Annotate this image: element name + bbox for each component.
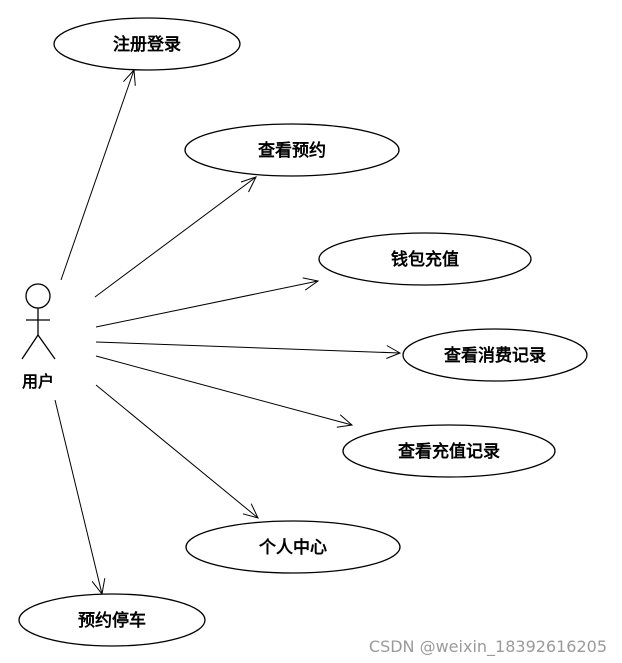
use-case-ellipse [185, 520, 401, 574]
actor-head [25, 283, 51, 309]
association-view-reservation [94, 176, 257, 298]
use-case-label: 个人中心 [258, 537, 327, 558]
use-case-view-recharge-records[interactable]: 查看充值记录 [342, 424, 556, 478]
use-case-label: 查看消费记录 [443, 345, 546, 366]
use-case-reserve-parking[interactable]: 预约停车 [18, 593, 206, 647]
use-case-label: 查看预约 [257, 140, 326, 161]
use-case-ellipse [184, 123, 400, 177]
actor-right-leg [37, 334, 56, 360]
use-case-view-reservation[interactable]: 查看预约 [184, 123, 400, 177]
use-case-personal-center[interactable]: 个人中心 [185, 520, 401, 574]
use-case-label: 注册登录 [113, 34, 181, 55]
use-case-wallet-recharge[interactable]: 钱包充值 [318, 232, 532, 286]
association-wallet-recharge [95, 277, 320, 328]
use-case-label: 预约停车 [78, 610, 146, 631]
actor-label: 用户 [22, 372, 54, 391]
use-case-view-consumption-records[interactable]: 查看消费记录 [402, 328, 588, 382]
actor-figure [21, 283, 56, 360]
use-case-ellipse [402, 328, 588, 382]
use-case-ellipse [318, 232, 532, 286]
use-case-ellipse [53, 17, 241, 71]
actor-left-leg [21, 334, 39, 360]
use-case-ellipse [342, 424, 556, 478]
association-view-recharge-records [95, 355, 354, 428]
use-case-label: 查看充值记录 [397, 441, 500, 462]
association-register-login [60, 68, 136, 281]
association-personal-center [95, 384, 259, 519]
use-case-register-login[interactable]: 注册登录 [53, 17, 241, 71]
use-case-label: 钱包充值 [391, 249, 459, 270]
use-case-ellipse [18, 593, 206, 647]
associations [54, 68, 402, 596]
association-view-consumption-records [95, 341, 402, 359]
watermark-text: CSDN @weixin_18392616205 [369, 637, 607, 657]
association-reserve-parking [54, 399, 106, 596]
